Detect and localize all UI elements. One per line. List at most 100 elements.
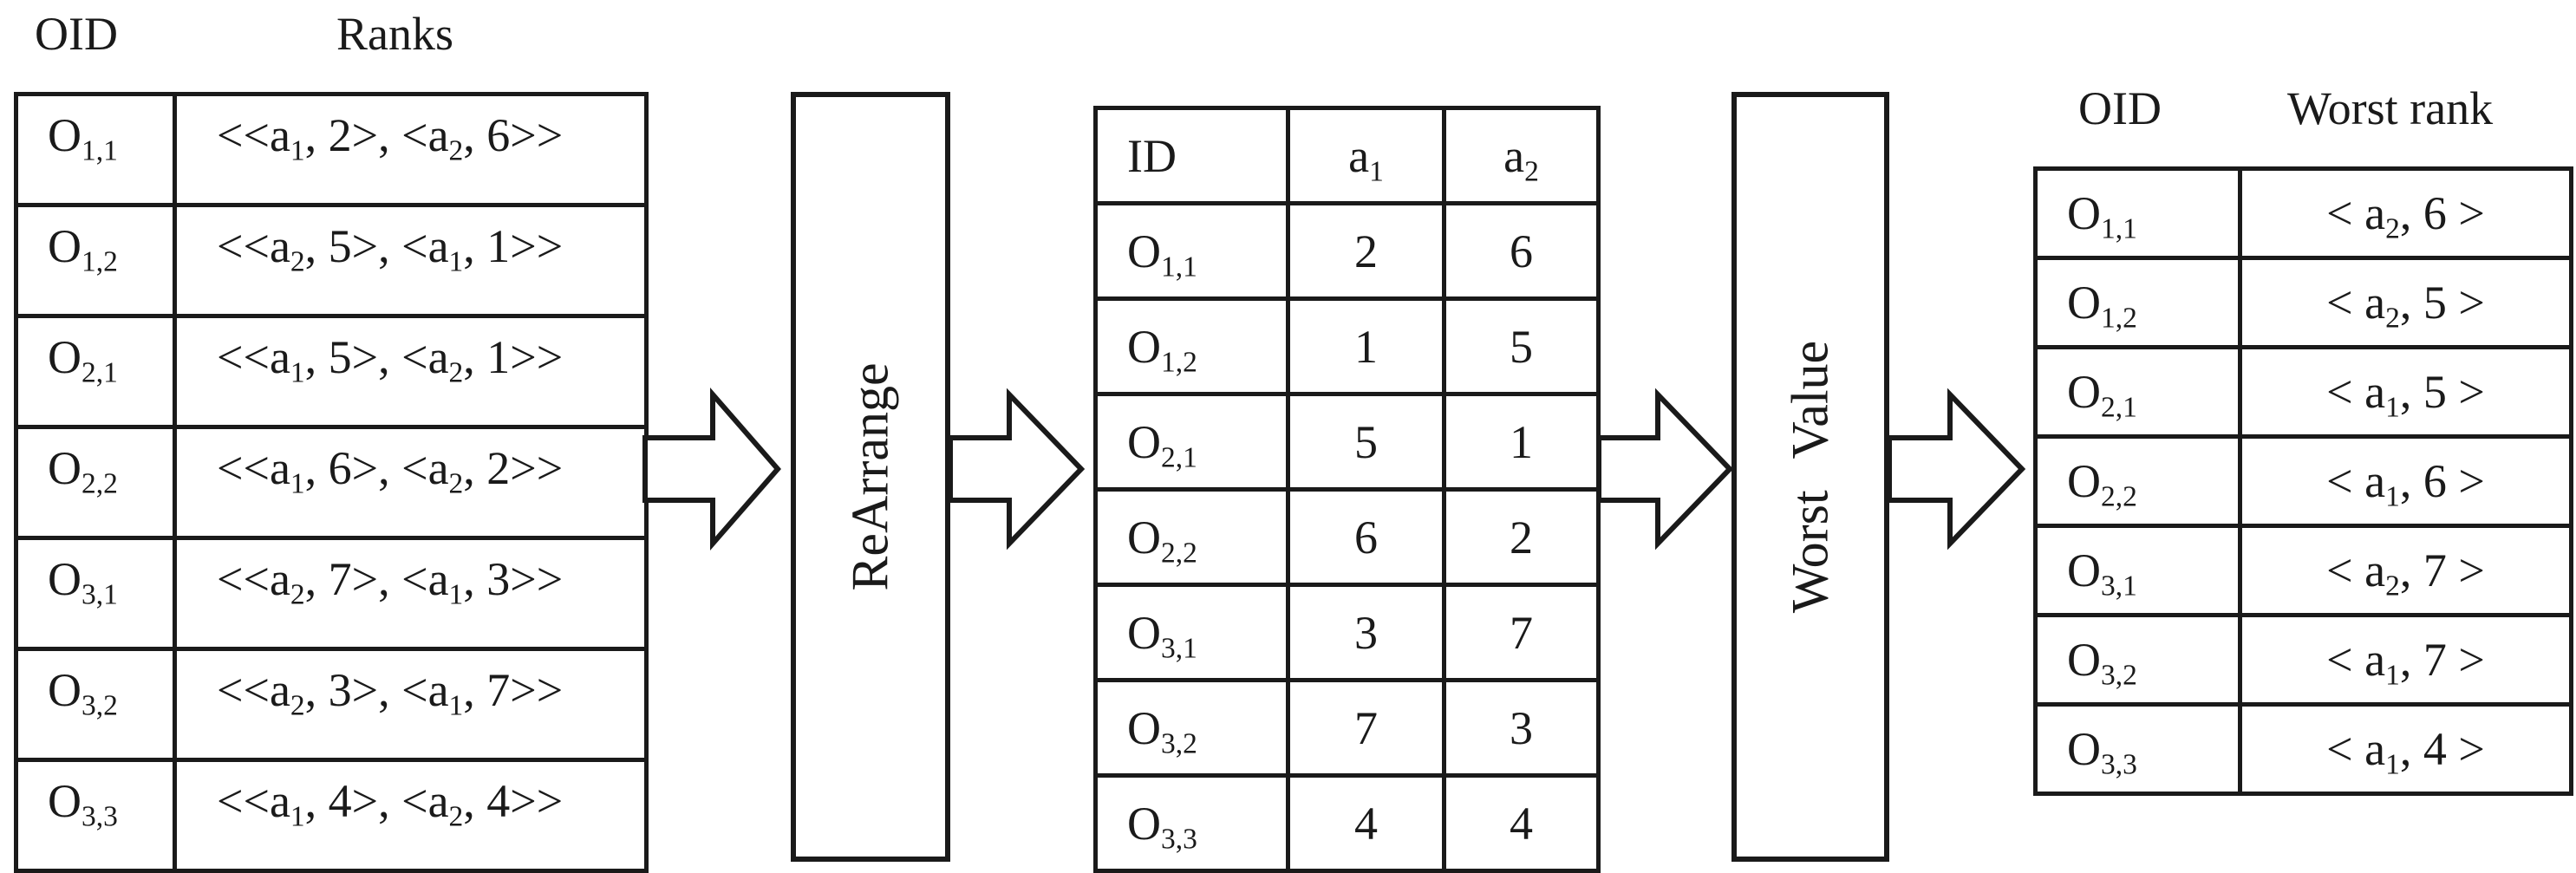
attribute-name: a	[269, 664, 290, 716]
oid-letter: O	[1127, 415, 1161, 468]
oid-subscript: 1,1	[82, 134, 118, 167]
attribute-name: a	[2364, 723, 2386, 775]
oid-letter: O	[2067, 187, 2101, 239]
attribute-name: a	[427, 664, 449, 716]
rank-value: 2	[328, 109, 352, 161]
attribute-name: a	[2364, 455, 2386, 507]
arrow-right-icon	[1596, 388, 1734, 551]
oid-letter: O	[2067, 366, 2101, 418]
oid-subscript: 3,3	[2101, 748, 2137, 781]
oid-letter: O	[2067, 634, 2101, 686]
attribute-subscript: 2	[290, 578, 305, 611]
attribute-subscript: 1	[2385, 480, 2400, 513]
table-row: O1,1< a2, 6 >	[2033, 166, 2573, 260]
a1-value-cell: 1	[1286, 296, 1446, 396]
attribute-name: a	[269, 331, 290, 383]
rank-value: 5	[328, 220, 352, 272]
table-row: O3,3< a1, 4 >	[2033, 702, 2573, 796]
oid-cell: O1,2	[1093, 296, 1290, 396]
a2-value-cell: 2	[1442, 487, 1601, 587]
oid-subscript: 2,2	[82, 467, 118, 500]
attribute-name: a	[427, 220, 449, 272]
attribute-subscript: 1	[2385, 659, 2400, 692]
rank-value: 7	[2423, 544, 2447, 596]
worst-rank-cell: < a2, 5 >	[2238, 256, 2573, 349]
attribute-subscript: 2	[448, 467, 464, 500]
oid-letter: O	[2067, 277, 2101, 329]
a2-value-cell: 4	[1442, 773, 1601, 873]
oid-cell: O3,2	[1093, 678, 1290, 778]
rank-value: 3	[486, 553, 511, 605]
attribute-name: a	[2364, 544, 2386, 596]
table-row: O2,1 < a1, 5 >	[2033, 345, 2573, 439]
oid-subscript: 2,1	[82, 356, 118, 389]
output-oid-header: OID	[2078, 82, 2162, 134]
oid-cell: O2,2	[2033, 434, 2242, 528]
table-row: O3,2< a1, 7 >	[2033, 613, 2573, 707]
oid-letter: O	[48, 331, 82, 383]
attribute-subscript: 2	[290, 245, 305, 278]
rearrange-process-box: ReArrange	[791, 92, 950, 862]
rank-value: 2	[486, 442, 511, 494]
rank-value: 7	[328, 553, 352, 605]
oid-cell: O3,3	[2033, 702, 2242, 796]
a2-value-cell: 3	[1442, 678, 1601, 778]
oid-subscript: 3,1	[2101, 570, 2137, 603]
table-row: O1,2< a2, 5 >	[2033, 256, 2573, 349]
table-row: O2,2< a1, 6 >	[2033, 434, 2573, 528]
oid-subscript: 3,1	[82, 578, 118, 611]
oid-letter: O	[1127, 320, 1161, 373]
oid-subscript: 3,3	[1161, 823, 1197, 856]
ranks-cell: <<a1, 2>, <a2, 6>>	[173, 92, 649, 207]
attribute-name: a	[269, 109, 290, 161]
table-row: O3,3<<a1, 4>, <a2, 4>>	[14, 758, 649, 873]
attribute-name: a	[2364, 366, 2386, 418]
arrow-right-icon	[642, 387, 781, 551]
oid-letter: O	[1127, 701, 1161, 754]
oid-cell: O1,2	[2033, 256, 2242, 349]
attribute-name: a	[2364, 187, 2386, 239]
worst-rank-cell: < a2, 6 >	[2238, 166, 2573, 260]
oid-subscript: 1,2	[1161, 346, 1197, 379]
a2-value-cell: 7	[1442, 583, 1601, 682]
attribute-name: a	[427, 775, 449, 827]
oid-letter: O	[1127, 797, 1161, 850]
header-text: a	[1348, 129, 1370, 182]
oid-subscript: 1,1	[1161, 251, 1197, 283]
table-row: O3,1<<a2, 7>, <a1, 3>>	[14, 536, 649, 651]
ranks-cell: <<a2, 5>, <a1, 1>>	[173, 203, 649, 318]
oid-subscript: 2,1	[1161, 441, 1197, 474]
column-header: a2	[1442, 106, 1601, 205]
column-header: a1	[1286, 106, 1446, 205]
worst-rank-cell: < a1, 5 >	[2238, 345, 2573, 439]
oid-cell: O1,2	[14, 203, 177, 318]
attribute-subscript: 1	[2385, 391, 2400, 424]
rank-value: 6	[328, 442, 352, 494]
oid-subscript: 3,2	[1161, 727, 1197, 760]
attribute-name: a	[427, 331, 449, 383]
oid-cell: O3,3	[1093, 773, 1290, 873]
table-row: O2,1<<a1, 5>, <a2, 1>>	[14, 314, 649, 429]
attribute-subscript: 2	[2385, 212, 2400, 245]
attribute-subscript: 1	[290, 467, 305, 500]
attribute-subscript: 1	[2385, 748, 2400, 781]
oid-subscript: 2,1	[2101, 391, 2137, 424]
table-row: O2,2<<a1, 6>, <a2, 2>>	[14, 425, 649, 540]
rank-value: 3	[328, 664, 352, 716]
table-row: O3,2<<a2, 3>, <a1, 7>>	[14, 647, 649, 762]
rank-value: 7	[2423, 634, 2447, 686]
oid-letter: O	[1127, 225, 1161, 277]
header-text: ID	[1127, 129, 1177, 182]
attribute-name: a	[427, 553, 449, 605]
a1-value-cell: 4	[1286, 773, 1446, 873]
attribute-subscript: 2	[448, 134, 464, 167]
attribute-name: a	[269, 220, 290, 272]
oid-cell: O2,1	[1093, 392, 1290, 492]
ranks-cell: <<a2, 7>, <a1, 3>>	[173, 536, 649, 651]
input-ranks-header: Ranks	[336, 8, 453, 60]
oid-cell: O2,1	[14, 314, 177, 429]
